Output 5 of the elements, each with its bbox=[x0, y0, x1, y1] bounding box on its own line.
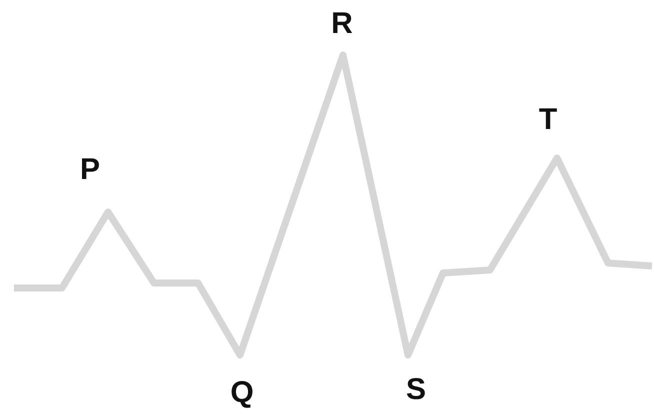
wave-label: T bbox=[538, 105, 558, 135]
wave-label: R bbox=[331, 9, 353, 39]
wave-label: Q bbox=[230, 378, 254, 408]
wave-label: S bbox=[406, 375, 426, 405]
wave-label: P bbox=[80, 155, 100, 185]
